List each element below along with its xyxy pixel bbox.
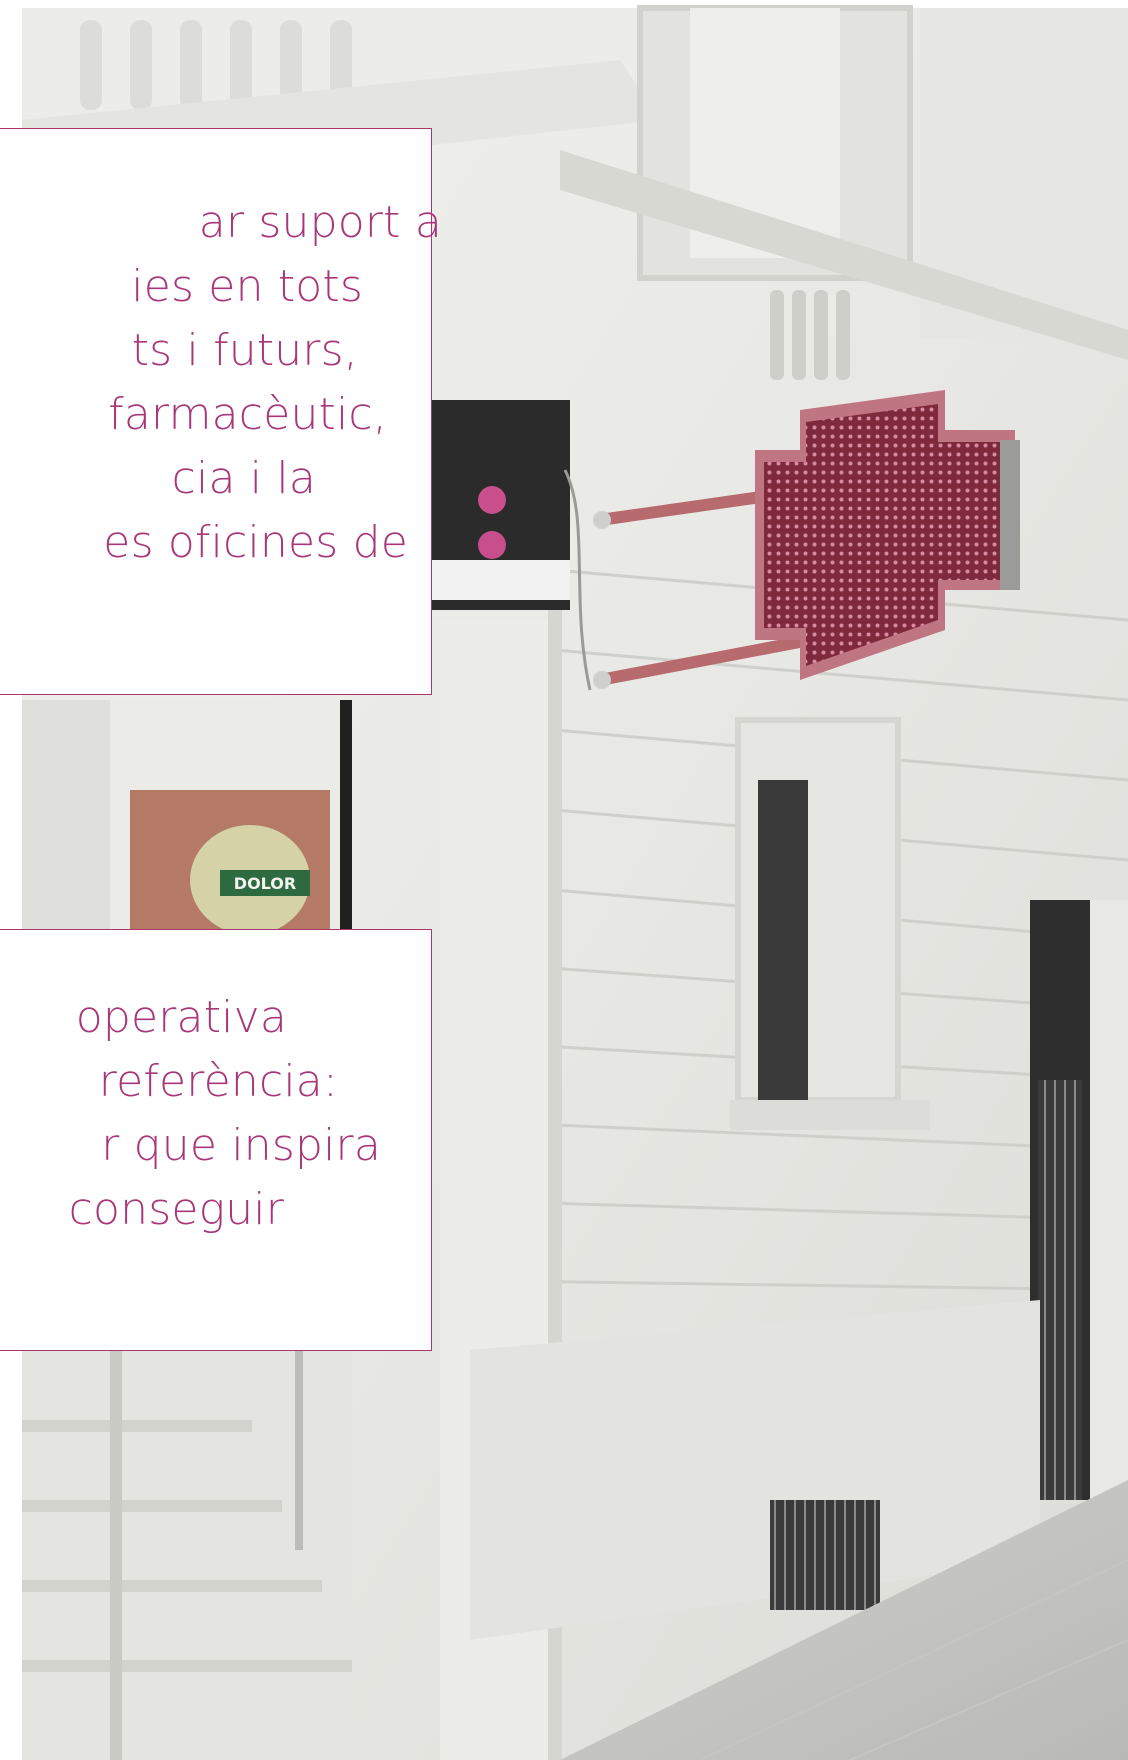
card-line: referència:: [98, 1056, 338, 1107]
card-line: r que inspira: [101, 1120, 381, 1171]
text-card-top: ar suport a ies en tots ts i futurs, far…: [0, 128, 442, 695]
card-line: ar suport a: [198, 197, 442, 248]
card-text-bottom: operativa referència: r que inspira cons…: [0, 986, 381, 1242]
card-line: es oficines de: [103, 517, 408, 568]
poster-text: DOLOR: [234, 874, 296, 893]
card-line: ies en tots: [131, 261, 363, 312]
card-text-top: ar suport a ies en tots ts i futurs, far…: [0, 191, 442, 575]
card-line: farmacèutic,: [108, 389, 387, 440]
card-line: conseguir: [68, 1184, 284, 1235]
text-card-bottom: operativa referència: r que inspira cons…: [0, 929, 432, 1351]
card-line: operativa: [75, 992, 287, 1043]
card-line: ts i futurs,: [131, 325, 358, 376]
card-line: cia i la: [171, 453, 316, 504]
